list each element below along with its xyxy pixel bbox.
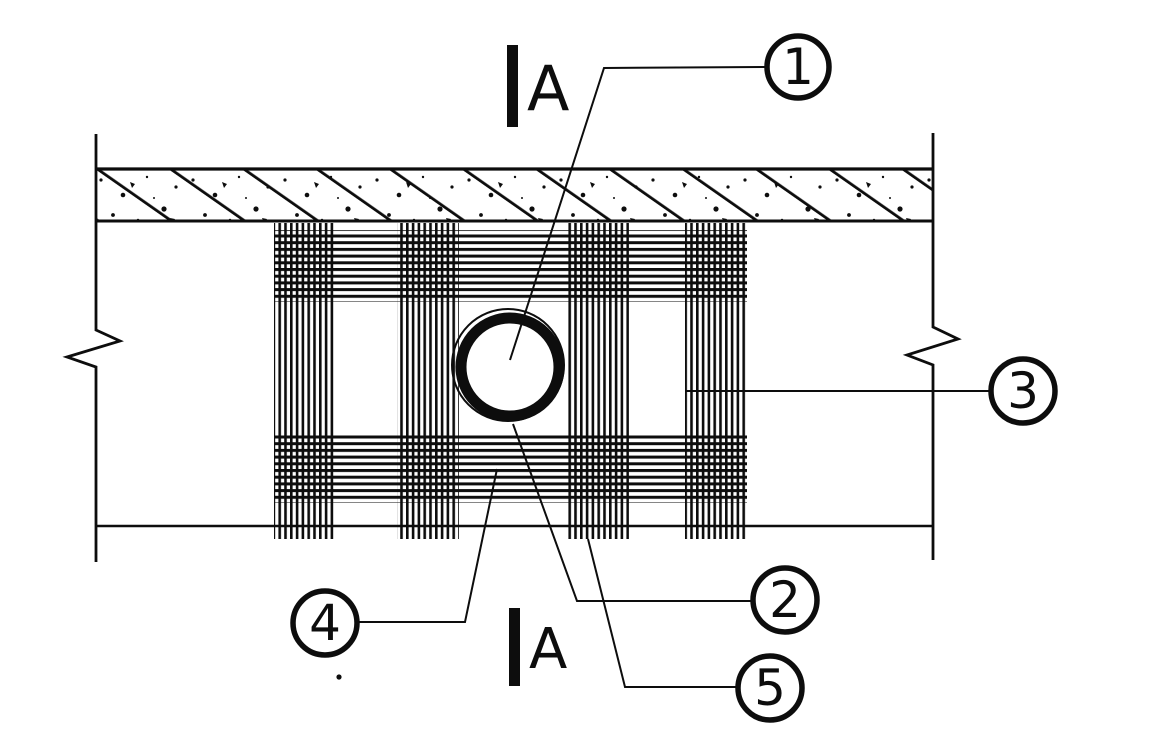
- leader-line-2: [512, 423, 753, 602]
- callout-4: 4: [290, 588, 360, 658]
- wall-structure: [62, 133, 962, 562]
- callout-5: 5: [735, 653, 805, 723]
- callout-1-circle: [764, 33, 832, 101]
- pipe-opening: [451, 308, 565, 422]
- callout-2-label: 2: [769, 571, 801, 629]
- section-letter-bottom: A: [529, 617, 567, 682]
- callout-5-circle: [735, 653, 805, 723]
- callout-5-label: 5: [754, 659, 786, 717]
- section-marker-bottom: A: [509, 608, 567, 686]
- leader-line-4: [358, 468, 498, 623]
- section-cut-bar-top: [507, 45, 518, 127]
- callouts: 1 2 3 4 5: [290, 33, 1058, 723]
- pipe-wall-ring: [455, 312, 565, 422]
- concrete-slab-speckle: [96, 169, 933, 221]
- callout-3: 3: [988, 356, 1058, 426]
- callout-4-circle: [290, 588, 360, 658]
- horizontal-bands: [274, 230, 747, 503]
- callout-2: 2: [750, 565, 820, 635]
- section-letter-top: A: [527, 52, 569, 125]
- wall-right-edge-break-line: [902, 133, 962, 560]
- callout-1: 1: [764, 33, 832, 101]
- section-cut-bar-bottom: [509, 608, 520, 686]
- wall-left-edge-break-line: [62, 134, 124, 562]
- leader-line-5: [587, 538, 738, 688]
- horizontal-band-bottom: [274, 433, 747, 503]
- leader-lines: [358, 66, 991, 688]
- section-marker-top: A: [507, 45, 569, 127]
- callout-1-label: 1: [782, 38, 814, 96]
- callout-4-label: 4: [309, 594, 341, 652]
- leader-line-1: [509, 66, 768, 361]
- callout-3-circle: [988, 356, 1058, 426]
- ink-dot: [336, 674, 342, 680]
- callout-2-circle: [750, 565, 820, 635]
- callout-3-label: 3: [1007, 362, 1039, 420]
- horizontal-band-top: [274, 230, 747, 302]
